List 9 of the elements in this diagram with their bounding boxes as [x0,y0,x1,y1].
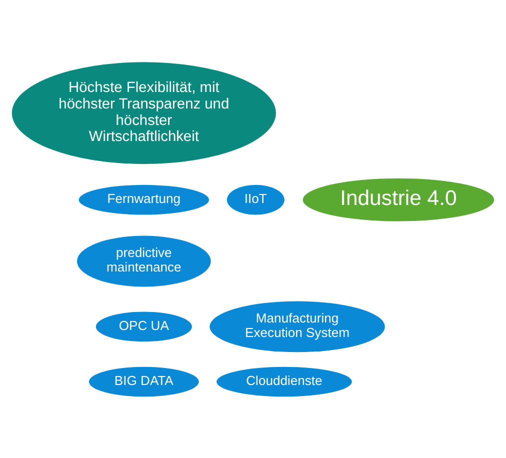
node-ellipse: BIG DATA [88,366,199,396]
node-ellipse: Höchste Flexibilität, mit höchster Transparenz und höchster Wirtschaftlichkeit [12,62,276,164]
node-ellipse: OPC UA [96,311,192,342]
node-ellipse: Clouddienste [216,366,352,396]
node-ellipse: Fernwartung [78,184,210,214]
node-ellipse: Manufacturing Execution System [210,300,385,352]
node-ellipse: IIoT [226,184,284,214]
node-ellipse: predictive maintenance [76,235,211,286]
node-ellipse: Industrie 4.0 [302,178,494,221]
